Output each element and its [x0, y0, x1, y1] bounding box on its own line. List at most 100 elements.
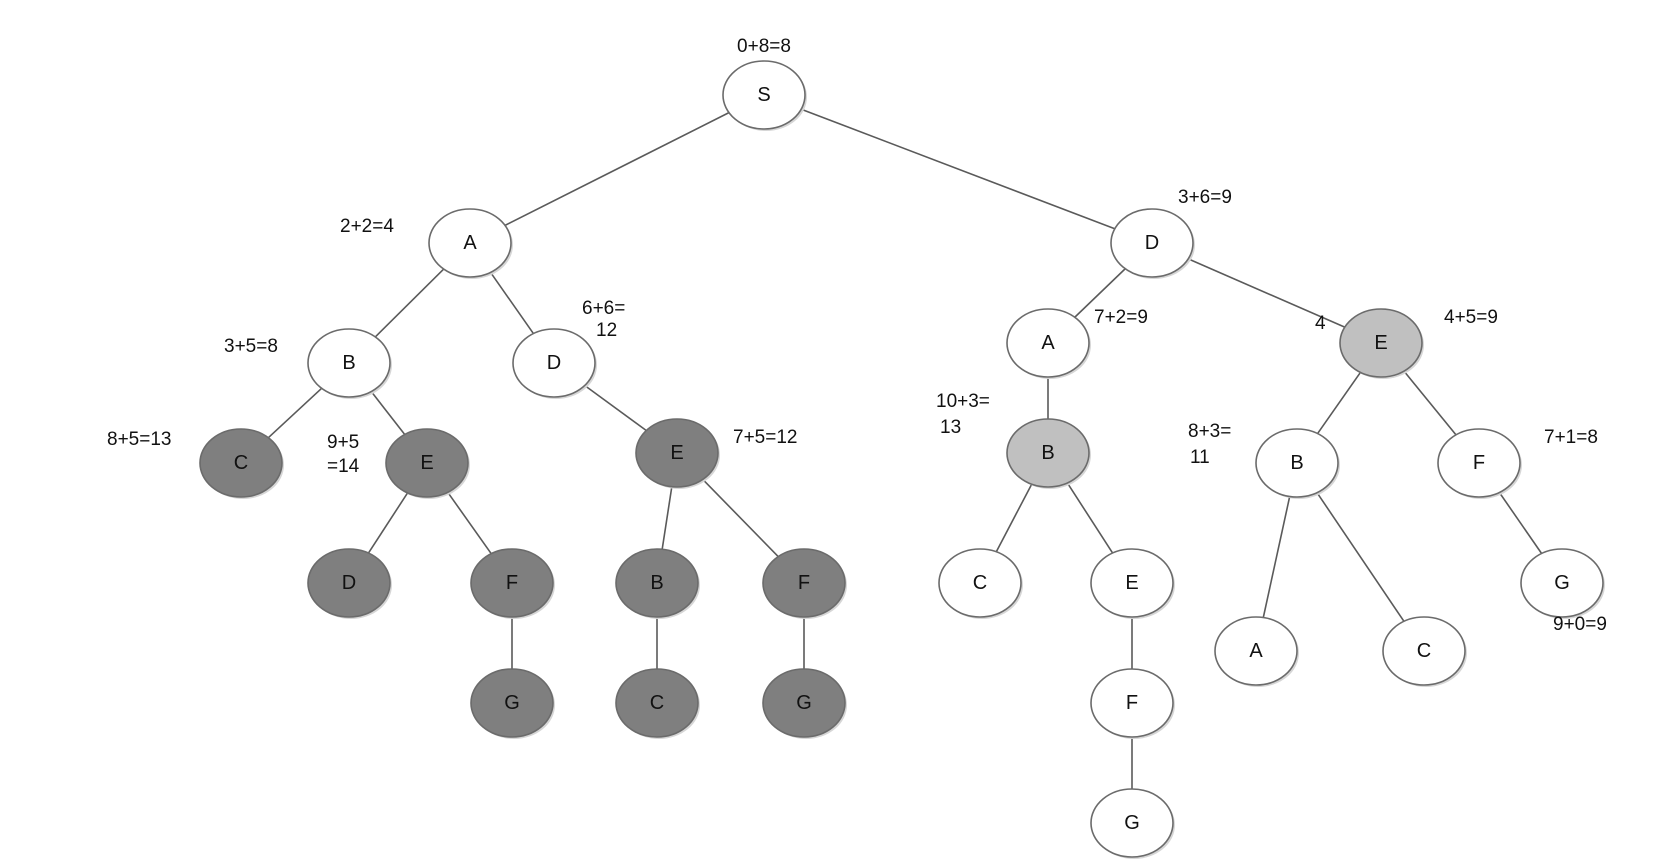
edge-n6-n8	[367, 492, 409, 554]
node-circle	[1090, 668, 1174, 738]
node-circle	[307, 548, 391, 618]
cost-label: 7+5=12	[733, 427, 797, 448]
node-label: F	[1473, 452, 1485, 474]
edge-n17-n18	[995, 483, 1033, 553]
node-label: F	[798, 572, 810, 594]
tree-node-c: C	[1382, 616, 1467, 687]
cost-label: 6+6=	[582, 298, 625, 319]
tree-node-g: G	[1520, 548, 1605, 619]
edge-n2-n16	[1187, 258, 1346, 328]
node-circle	[615, 548, 699, 618]
node-circle	[1090, 788, 1174, 858]
edge-n23-n26	[1498, 492, 1543, 554]
node-label: G	[1554, 572, 1570, 594]
node-label: A	[463, 232, 477, 254]
tree-node-e: E	[385, 428, 470, 499]
tree-node-d: D	[1110, 208, 1195, 279]
cost-label: =14	[327, 456, 360, 477]
tree-node-c: C	[615, 668, 700, 739]
node-circle	[512, 328, 596, 398]
tree-node-c: C	[938, 548, 1023, 619]
node-circle	[1339, 308, 1423, 378]
node-circle	[199, 428, 283, 498]
node-circle	[1382, 616, 1466, 686]
node-label: D	[547, 352, 561, 374]
edge-n0-n1	[504, 111, 730, 227]
edge-n1-n4	[489, 271, 535, 335]
cost-label: 4+5=9	[1444, 307, 1498, 328]
tree-node-b: B	[307, 328, 392, 399]
node-label: B	[342, 352, 355, 374]
node-label: E	[420, 452, 433, 474]
node-circle	[762, 668, 846, 738]
cost-label: 12	[596, 320, 617, 341]
tree-node-e: E	[635, 418, 720, 489]
tree-node-d: D	[512, 328, 597, 399]
tree-node-a: A	[428, 208, 513, 279]
node-circle	[385, 428, 469, 498]
node-circle	[635, 418, 719, 488]
node-label: A	[1041, 332, 1055, 354]
node-label: C	[650, 692, 664, 714]
cost-label: 10+3=	[936, 391, 990, 412]
node-circle	[1006, 418, 1090, 488]
node-circle	[1520, 548, 1604, 618]
node-label: S	[757, 84, 770, 106]
tree-node-g: G	[762, 668, 847, 739]
cost-label: 11	[1190, 447, 1210, 468]
node-label: F	[1126, 692, 1138, 714]
node-circle	[1110, 208, 1194, 278]
tree-node-f: F	[1090, 668, 1175, 739]
cost-label: 2+2=4	[340, 216, 394, 237]
node-circle	[470, 668, 554, 738]
node-label: D	[1145, 232, 1159, 254]
node-circle	[1090, 548, 1174, 618]
tree-node-e: E	[1090, 548, 1175, 619]
node-circle	[428, 208, 512, 278]
node-label: C	[1417, 640, 1431, 662]
edge-n22-n25	[1316, 492, 1405, 622]
cost-label: 13	[940, 417, 961, 438]
tree-node-b: B	[1006, 418, 1091, 489]
node-circle	[470, 548, 554, 618]
cost-label: 7+2=9	[1094, 307, 1148, 328]
node-circle	[615, 668, 699, 738]
node-label: B	[1290, 452, 1303, 474]
edge-n0-n2	[800, 108, 1116, 230]
cost-label: 8+5=13	[107, 429, 171, 450]
cost-label: 9+5	[327, 432, 359, 453]
node-label: G	[504, 692, 520, 714]
tree-node-f: F	[1437, 428, 1522, 499]
edge-n22-n24	[1262, 496, 1291, 618]
edge-n16-n22	[1316, 371, 1362, 435]
node-label: E	[670, 442, 683, 464]
tree-node-g: G	[470, 668, 555, 739]
node-circle	[1437, 428, 1521, 498]
tree-node-f: F	[762, 548, 847, 619]
tree-node-a: A	[1006, 308, 1091, 379]
edge-n17-n19	[1066, 482, 1114, 554]
edge-n4-n7	[584, 384, 647, 432]
tree-node-f: F	[470, 548, 555, 619]
node-label: G	[796, 692, 812, 714]
node-circle	[762, 548, 846, 618]
node-circle	[307, 328, 391, 398]
tree-node-a: A	[1214, 616, 1299, 687]
tree-node-c: C	[199, 428, 284, 499]
node-label: E	[1125, 572, 1138, 594]
edge-n1-n3	[374, 268, 445, 338]
cost-label: 0+8=8	[737, 36, 791, 57]
cost-label: 8+3=	[1188, 421, 1231, 442]
edges-layer	[267, 108, 1543, 789]
cost-label: 9+0=9	[1553, 614, 1607, 635]
node-circle	[1006, 308, 1090, 378]
node-label: G	[1124, 812, 1140, 834]
edge-n2-n15	[1074, 268, 1126, 318]
edge-n3-n5	[267, 387, 323, 439]
node-circle	[722, 60, 806, 130]
edge-n16-n23	[1403, 370, 1457, 436]
node-label: D	[342, 572, 356, 594]
tree-node-g: G	[1090, 788, 1175, 859]
